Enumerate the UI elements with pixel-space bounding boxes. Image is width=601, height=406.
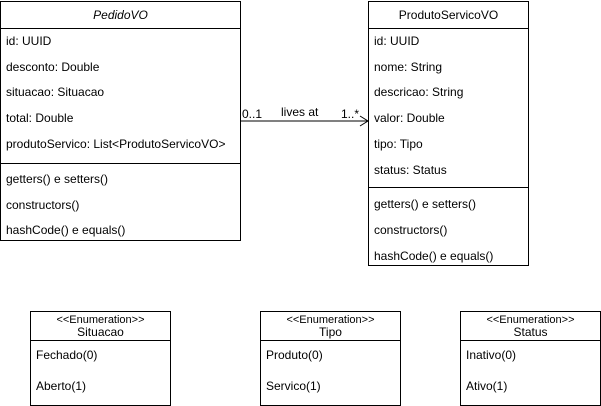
method: getters() e setters() — [6, 172, 109, 186]
attribute: desconto: Double — [6, 60, 100, 74]
target-multiplicity: 1..* — [341, 107, 360, 121]
attribute: total: Double — [6, 111, 74, 125]
enum-literal: Servico(1) — [266, 379, 321, 393]
class-title: ProdutoServicoVO — [369, 2, 528, 29]
enum-literal: Produto(0) — [266, 348, 323, 362]
method: hashCode() e equals() — [6, 223, 126, 237]
source-multiplicity: 0..1 — [242, 107, 263, 121]
enum-stereotype: <<Enumeration>> — [56, 313, 145, 326]
attribute: id: UUID — [6, 34, 52, 48]
class-pedidovo[interactable]: PedidoVO id: UUID desconto: Double situa… — [0, 1, 241, 241]
attribute: tipo: Tipo — [374, 137, 423, 151]
enum-header: <<Enumeration>> Situacao — [31, 312, 170, 341]
enum-name: Status — [513, 324, 548, 339]
enum-literal: Ativo(1) — [466, 379, 508, 393]
enum-name: Situacao — [77, 324, 124, 339]
method: getters() e setters() — [374, 197, 477, 211]
enum-status[interactable]: <<Enumeration>> Status Inativo(0) Ativo(… — [460, 311, 601, 406]
method: constructors() — [374, 223, 448, 237]
attribute: nome: String — [374, 60, 443, 74]
attribute: produtoServico: List<ProdutoServicoVO> — [6, 137, 226, 151]
method: constructors() — [6, 198, 80, 212]
enum-name: Tipo — [319, 324, 342, 339]
divider — [369, 187, 528, 188]
enum-situacao[interactable]: <<Enumeration>> Situacao Fechado(0) Aber… — [30, 311, 171, 406]
enum-header: <<Enumeration>> Tipo — [261, 312, 400, 341]
attribute: valor: Double — [374, 111, 445, 125]
attribute: id: UUID — [374, 34, 420, 48]
class-produtoservicovo[interactable]: ProdutoServicoVO id: UUID nome: String d… — [368, 1, 529, 266]
enum-header: <<Enumeration>> Status — [461, 312, 600, 341]
attribute: status: Status — [374, 163, 447, 177]
class-title: PedidoVO — [1, 2, 240, 29]
attribute: situacao: Situacao — [6, 85, 105, 99]
enum-stereotype: <<Enumeration>> — [286, 313, 375, 326]
enum-literal: Fechado(0) — [36, 348, 98, 362]
enum-stereotype: <<Enumeration>> — [486, 313, 575, 326]
association-label: lives at — [281, 105, 319, 119]
method: hashCode() e equals() — [374, 249, 494, 263]
divider — [1, 163, 240, 164]
enum-tipo[interactable]: <<Enumeration>> Tipo Produto(0) Servico(… — [260, 311, 401, 406]
enum-literal: Inativo(0) — [466, 348, 517, 362]
attribute: descricao: String — [374, 85, 464, 99]
enum-literal: Aberto(1) — [36, 379, 87, 393]
